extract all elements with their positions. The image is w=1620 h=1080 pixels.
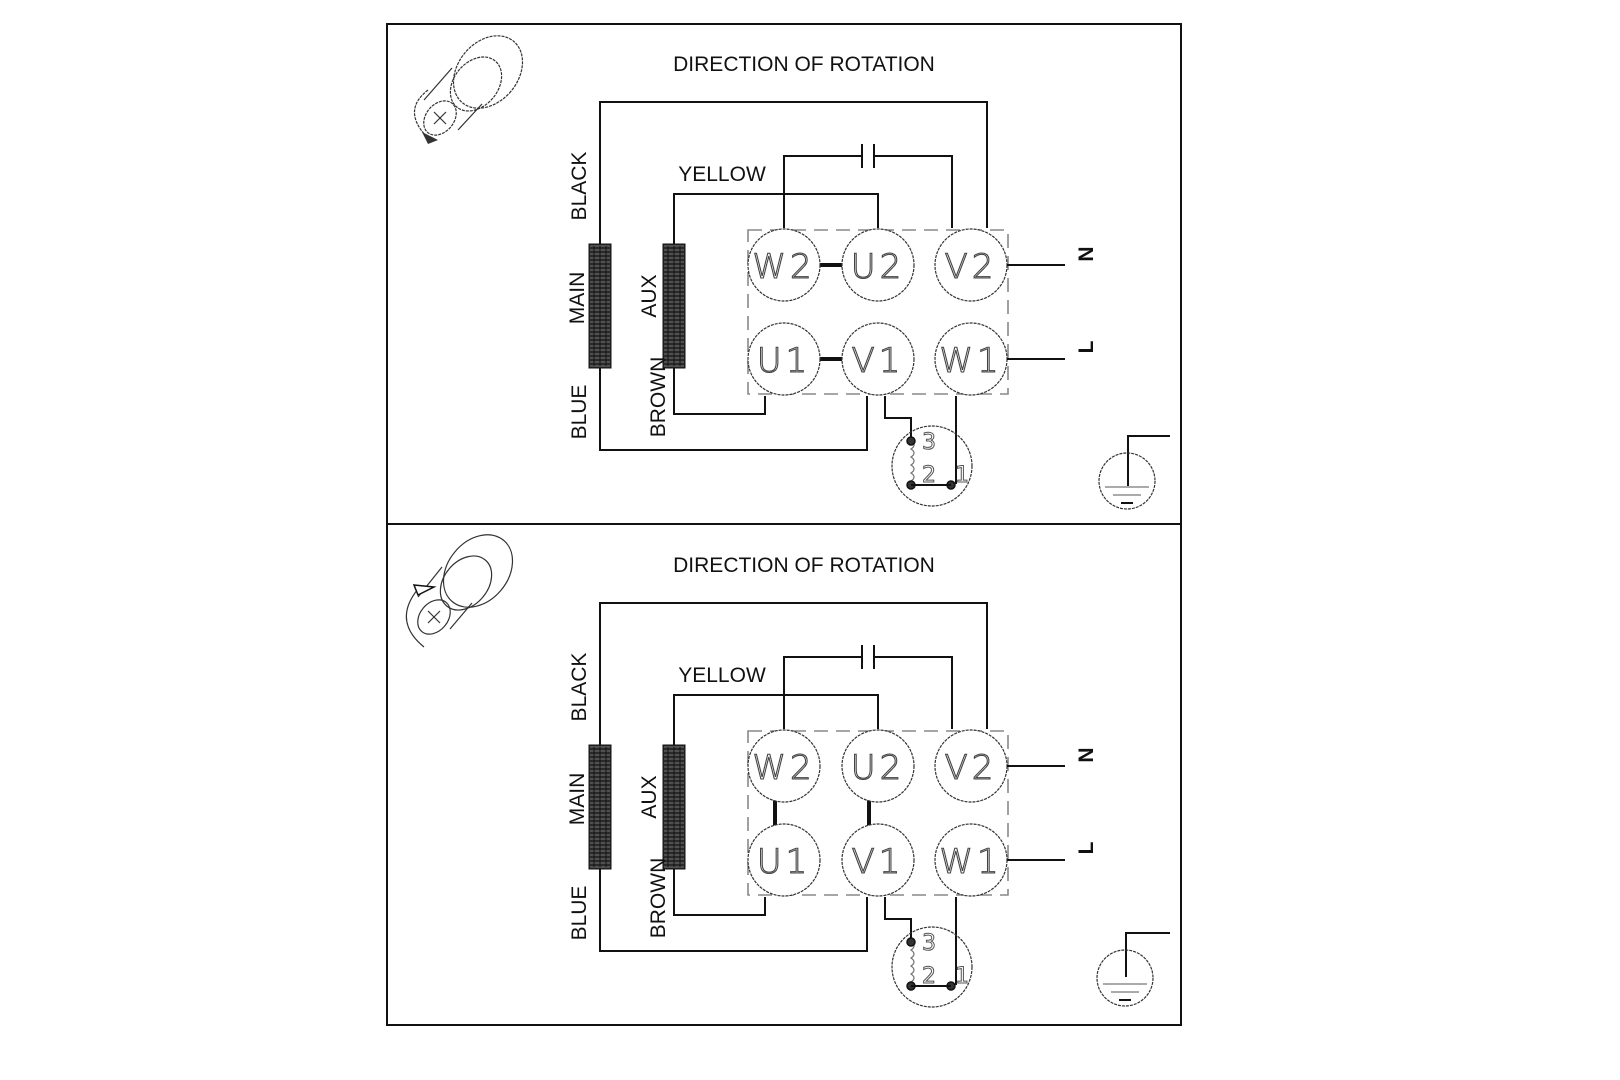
motor-shaft-icon bbox=[423, 35, 524, 136]
terminal-w2: W2 bbox=[747, 228, 821, 302]
yellow-wire bbox=[673, 694, 879, 746]
pin-3: 3 bbox=[922, 430, 936, 455]
main-winding bbox=[588, 744, 612, 870]
label-n: N bbox=[1075, 246, 1098, 261]
panel-title: DIRECTION OF ROTATION bbox=[673, 53, 935, 76]
label-l: L bbox=[1075, 340, 1098, 353]
svg-text:W1: W1 bbox=[939, 842, 1002, 882]
black-wire bbox=[599, 101, 988, 245]
terminal-v1: V1 bbox=[841, 823, 915, 897]
svg-text:U2: U2 bbox=[851, 748, 906, 788]
capacitor-wire-right bbox=[874, 656, 953, 729]
terminal-u2: U2 bbox=[841, 228, 915, 302]
capacitor-icon bbox=[861, 645, 875, 669]
ground-icon bbox=[1098, 435, 1170, 510]
panel-bottom: DIRECTION OF ROTATION BLACK MAIN BLUE YE… bbox=[405, 534, 1170, 1008]
thermal-protector: 3 2 1 bbox=[884, 897, 973, 1008]
aux-winding bbox=[662, 744, 686, 870]
svg-text:U1: U1 bbox=[757, 341, 812, 381]
pin-1: 1 bbox=[955, 964, 969, 989]
aux-winding bbox=[662, 243, 686, 369]
svg-text:W2: W2 bbox=[752, 247, 815, 287]
label-yellow: YELLOW bbox=[678, 664, 766, 687]
terminal-u1: U1 bbox=[747, 322, 821, 396]
capacitor-wire-left bbox=[783, 155, 862, 228]
terminal-w1: W1 bbox=[934, 322, 1008, 396]
terminal-u2: U2 bbox=[841, 729, 915, 803]
terminal-v2: V2 bbox=[934, 228, 1008, 302]
blue-wire bbox=[599, 368, 868, 451]
svg-text:U1: U1 bbox=[757, 842, 812, 882]
svg-text:W1: W1 bbox=[939, 341, 1002, 381]
terminal-w1: W1 bbox=[934, 823, 1008, 897]
rotation-arrow-icon bbox=[405, 584, 437, 648]
capacitor-wire-right bbox=[874, 155, 953, 228]
ground-icon bbox=[1096, 932, 1170, 1007]
label-blue: BLUE bbox=[568, 886, 591, 941]
terminal-v1: V1 bbox=[841, 322, 915, 396]
capacitor-wire-left bbox=[783, 656, 862, 729]
label-brown: BROWN bbox=[647, 858, 670, 939]
black-wire bbox=[599, 602, 988, 746]
svg-text:W2: W2 bbox=[752, 748, 815, 788]
main-winding bbox=[588, 243, 612, 369]
pin-3: 3 bbox=[922, 931, 936, 956]
capacitor-icon bbox=[861, 144, 875, 168]
label-n: N bbox=[1075, 747, 1098, 762]
label-l: L bbox=[1075, 841, 1098, 854]
svg-text:V1: V1 bbox=[852, 341, 905, 381]
rotation-arrow-icon bbox=[413, 89, 438, 144]
brown-wire bbox=[673, 368, 766, 415]
svg-text:V2: V2 bbox=[945, 247, 998, 287]
pin-2: 2 bbox=[922, 463, 936, 488]
panel-title: DIRECTION OF ROTATION bbox=[673, 554, 935, 577]
label-black: BLACK bbox=[568, 152, 591, 221]
label-black: BLACK bbox=[568, 653, 591, 722]
label-blue: BLUE bbox=[568, 385, 591, 440]
terminal-v2: V2 bbox=[934, 729, 1008, 803]
label-yellow: YELLOW bbox=[678, 163, 766, 186]
panel-top: DIRECTION OF ROTATION BLACK MAIN BLUE YE… bbox=[413, 35, 1170, 510]
label-main: MAIN bbox=[566, 773, 589, 826]
brown-wire bbox=[673, 869, 766, 916]
label-aux: AUX bbox=[638, 274, 661, 317]
motor-shaft-icon bbox=[417, 534, 514, 635]
label-main: MAIN bbox=[566, 272, 589, 325]
blue-wire bbox=[599, 869, 868, 952]
yellow-wire bbox=[673, 193, 879, 245]
label-aux: AUX bbox=[638, 775, 661, 818]
svg-text:V1: V1 bbox=[852, 842, 905, 882]
svg-text:U2: U2 bbox=[851, 247, 906, 287]
svg-text:V2: V2 bbox=[945, 748, 998, 788]
label-brown: BROWN bbox=[647, 357, 670, 438]
terminal-w2: W2 bbox=[747, 729, 821, 803]
thermal-protector: 3 2 1 bbox=[884, 396, 973, 507]
pin-1: 1 bbox=[955, 463, 969, 488]
terminal-u1: U1 bbox=[747, 823, 821, 897]
pin-2: 2 bbox=[922, 964, 936, 989]
